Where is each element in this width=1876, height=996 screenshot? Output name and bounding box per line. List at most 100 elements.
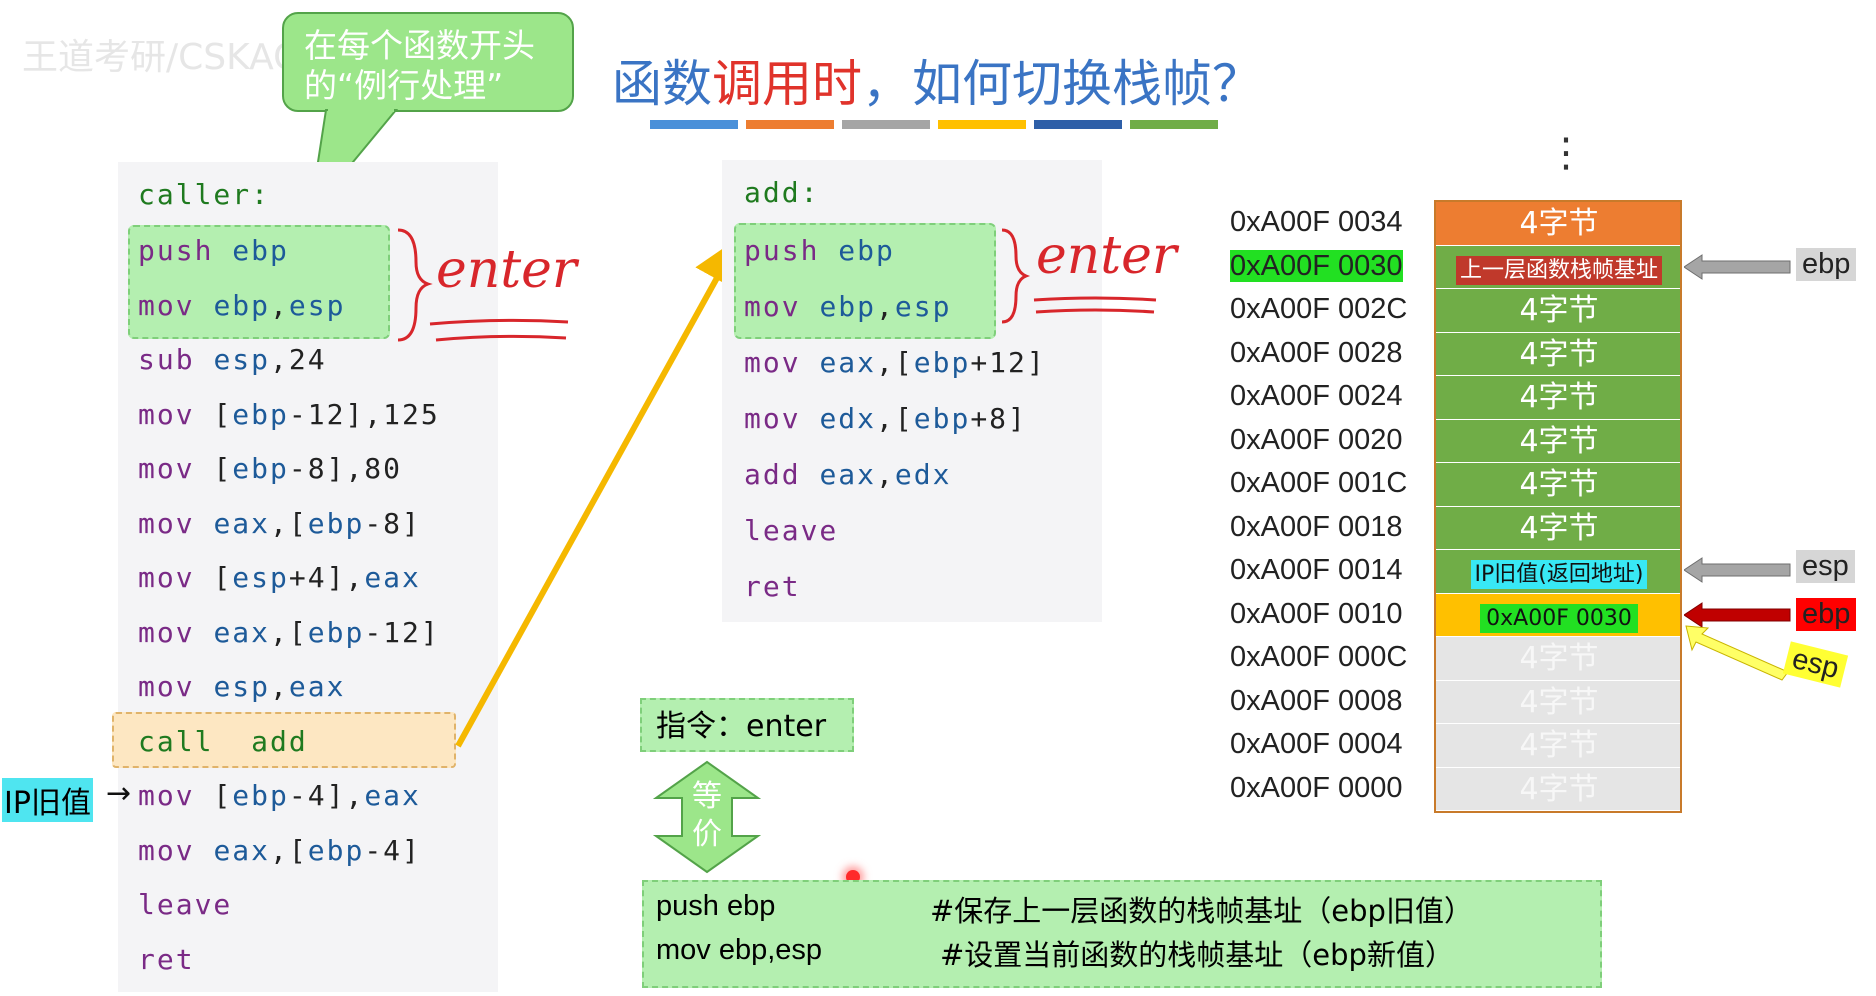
caller-line: call add bbox=[138, 725, 308, 758]
title-part3: ，如何切换栈帧？ bbox=[862, 55, 1262, 113]
title-bar-0 bbox=[650, 120, 738, 129]
esp-old-arrow-icon bbox=[1684, 557, 1791, 583]
caller-opcode: mov bbox=[138, 452, 195, 485]
add-line: mov edx,[ebp+8] bbox=[744, 402, 1027, 435]
caller-operands: eax,[ebp-12] bbox=[213, 615, 440, 649]
add-operands: ebp,esp bbox=[819, 290, 952, 323]
ip-old-label: IP旧值 bbox=[2, 778, 93, 822]
stack-cell: 4字节 bbox=[1436, 419, 1682, 463]
caller-operands: eax,[ebp-8] bbox=[213, 506, 421, 540]
add-line: mov ebp,esp bbox=[744, 290, 951, 323]
equiv-label: 等价 bbox=[692, 779, 722, 852]
title-bar-4 bbox=[1034, 120, 1122, 129]
stack-cell: 4字节 bbox=[1436, 680, 1682, 724]
ip-arrow-icon: → bbox=[106, 776, 132, 811]
esp-old-label: esp bbox=[1796, 550, 1855, 583]
stack-address: 0xA00F 0014 bbox=[1230, 554, 1403, 586]
caller-operands: ebp bbox=[232, 234, 289, 267]
caller-line: leave bbox=[138, 888, 232, 921]
caller-line: ret bbox=[138, 943, 195, 976]
caller-opcode: call bbox=[138, 724, 214, 758]
stack-address: 0xA00F 0010 bbox=[1230, 597, 1403, 630]
add-opcode: push bbox=[744, 234, 820, 267]
add-line: ret bbox=[744, 570, 801, 603]
caller-enter-highlight bbox=[128, 225, 390, 339]
caller-operands: [ebp-12],125 bbox=[194, 397, 440, 431]
stack-border bbox=[1434, 200, 1682, 813]
stack-cell: IP旧值(返回地址) bbox=[1436, 550, 1682, 594]
caller-line: mov eax,[ebp-12] bbox=[138, 616, 440, 649]
add-operands: eax,edx bbox=[819, 458, 952, 491]
add-label: add: bbox=[744, 176, 820, 209]
title-bar-5 bbox=[1130, 120, 1218, 129]
caller-opcode: mov bbox=[138, 615, 195, 649]
caller-line: mov eax,[ebp-4] bbox=[138, 834, 421, 867]
caller-opcode: mov bbox=[138, 561, 195, 594]
stack-address: 0xA00F 0028 bbox=[1230, 336, 1403, 369]
caller-line: mov ebp,esp bbox=[138, 289, 345, 322]
caller-opcode: mov bbox=[138, 779, 195, 812]
stack-continuation-dots: ⋮ bbox=[1546, 130, 1586, 176]
ebp-old-arrow-icon bbox=[1684, 254, 1791, 280]
stack-address: 0xA00F 001C bbox=[1230, 467, 1408, 499]
caller-opcode: mov bbox=[138, 397, 195, 431]
caller-line: mov [ebp-12],125 bbox=[138, 398, 440, 431]
esp-new-arrow-icon bbox=[1685, 625, 1789, 681]
add-opcode: add bbox=[744, 458, 801, 491]
caller-opcode: ret bbox=[138, 942, 195, 976]
equiv-code-comment: #保存上一层函数的栈帧基址（ebp旧值） bbox=[930, 894, 1473, 928]
caller-line: push ebp bbox=[138, 234, 289, 267]
add-line: mov eax,[ebp+12] bbox=[744, 346, 1046, 379]
add-opcode: mov bbox=[744, 346, 801, 379]
equiv-double-arrow-icon bbox=[652, 760, 762, 874]
stack-cell: 4字节 bbox=[1436, 376, 1682, 420]
title-color-bars bbox=[650, 120, 1218, 129]
caller-line: mov [ebp-4],eax bbox=[138, 779, 421, 812]
ebp-old-label: ebp bbox=[1796, 248, 1857, 281]
caller-line: mov eax,[ebp-8] bbox=[138, 507, 421, 540]
caller-operands: [ebp-8],80 bbox=[194, 452, 403, 485]
stack-cell: 上一层函数栈帧基址 bbox=[1436, 245, 1682, 289]
add-opcode: mov bbox=[744, 290, 801, 323]
title-bar-3 bbox=[938, 120, 1026, 129]
stack-cell: 4字节 bbox=[1436, 637, 1682, 681]
caller-opcode: leave bbox=[138, 888, 233, 921]
caller-line: sub esp,24 bbox=[138, 343, 327, 376]
stack-cell: 4字节 bbox=[1436, 289, 1682, 333]
caller-opcode: mov bbox=[138, 670, 195, 703]
caller-operands: esp,eax bbox=[213, 670, 346, 703]
add-operands: ebp bbox=[838, 234, 895, 267]
caller-line: mov [esp+4],eax bbox=[138, 561, 421, 594]
title-bar-1 bbox=[746, 120, 834, 129]
stack-cell: 4字节 bbox=[1436, 332, 1682, 376]
stack-address: 0xA00F 0018 bbox=[1230, 510, 1403, 543]
ebp-new-label: ebp bbox=[1796, 598, 1857, 631]
stack-address: 0xA00F 0000 bbox=[1230, 771, 1403, 804]
add-opcode: mov bbox=[744, 402, 801, 435]
title-part1: 函数 bbox=[612, 55, 712, 113]
caller-line: mov [ebp-8],80 bbox=[138, 452, 402, 485]
add-line: add eax,edx bbox=[744, 458, 951, 491]
caller-opcode: mov bbox=[138, 288, 195, 322]
stack-cell: 4字节 bbox=[1436, 724, 1682, 768]
enter-annotation-add: enter bbox=[1036, 226, 1177, 286]
caller-brace bbox=[397, 228, 569, 342]
stack-address: 0xA00F 0020 bbox=[1230, 423, 1403, 456]
add-operands: eax,[ebp+12] bbox=[819, 346, 1046, 379]
caller-opcode: mov bbox=[138, 506, 195, 540]
add-operands: edx,[ebp+8] bbox=[819, 402, 1027, 435]
add-line: push ebp bbox=[744, 234, 895, 267]
caller-label: caller: bbox=[138, 178, 271, 211]
speech-callout: 在每个函数开头的“例行处理” bbox=[282, 12, 574, 112]
equiv-code-text: push ebp bbox=[656, 890, 776, 922]
caller-opcode: push bbox=[138, 234, 214, 267]
stack-cell: 4字节 bbox=[1436, 463, 1682, 507]
stack-address: 0xA00F 0034 bbox=[1230, 206, 1403, 238]
add-line: leave bbox=[744, 514, 838, 547]
stack-cell: 4字节 bbox=[1436, 202, 1682, 246]
equiv-code-text: mov ebp,esp bbox=[656, 934, 823, 966]
equiv-code-comment: #设置当前函数的栈帧基址（ebp新值） bbox=[940, 938, 1454, 972]
stack-cell: 4字节 bbox=[1436, 767, 1682, 811]
caller-operands: [esp+4],eax bbox=[194, 561, 421, 594]
title-bar-2 bbox=[842, 120, 930, 129]
